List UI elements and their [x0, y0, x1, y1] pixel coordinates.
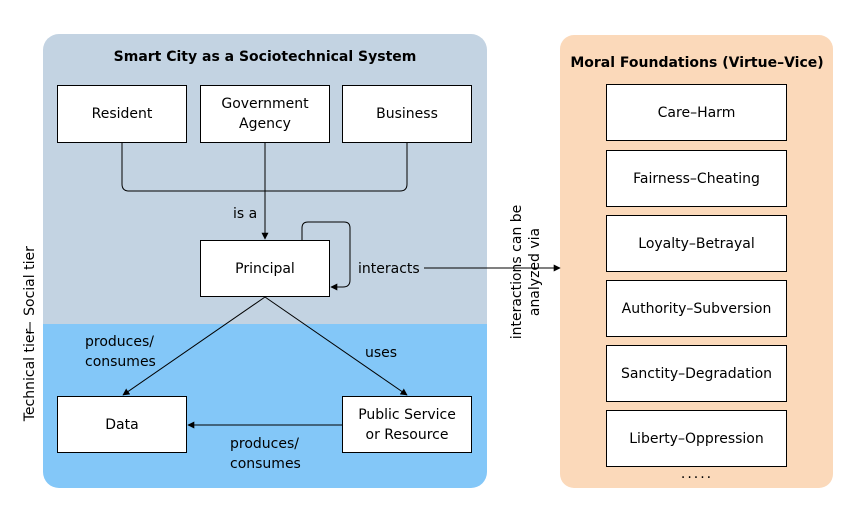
node-data: Data: [57, 396, 187, 453]
arrow-principal-to-data: [122, 296, 266, 396]
node-business: Business: [342, 85, 472, 143]
edge-label-produces-consumes-data: produces/ consumes: [85, 334, 156, 370]
edge-label-interacts: interacts: [358, 261, 420, 277]
system-title: Smart City as a Sociotechnical System: [113, 49, 417, 65]
node-government-agency: Government Agency: [200, 85, 330, 143]
foundation-sanctity-degradation: Sanctity–Degradation: [606, 345, 787, 402]
node-public-service: Public Service or Resource: [342, 396, 472, 453]
foundation-fairness-cheating: Fairness–Cheating: [606, 150, 787, 207]
edge-label-uses: uses: [365, 345, 398, 361]
foundation-liberty-oppression: Liberty–Oppression: [606, 410, 787, 467]
arrow-principal-to-service: [264, 296, 408, 396]
foundations-more-ellipsis: .....: [680, 466, 714, 482]
foundation-authority-subversion: Authority–Subversion: [606, 280, 787, 337]
edge-label-produces-consumes-service: produces/ consumes: [230, 436, 301, 472]
foundation-care-harm: Care–Harm: [606, 84, 787, 141]
node-principal: Principal: [200, 240, 330, 297]
edge-label-is-a: is a: [233, 206, 258, 222]
arrow-interacts-loop: [301, 221, 351, 291]
foundation-loyalty-betrayal: Loyalty–Betrayal: [606, 215, 787, 272]
moral-foundations-title: Moral Foundations (Virtue–Vice): [570, 55, 824, 71]
node-resident: Resident: [57, 85, 187, 143]
